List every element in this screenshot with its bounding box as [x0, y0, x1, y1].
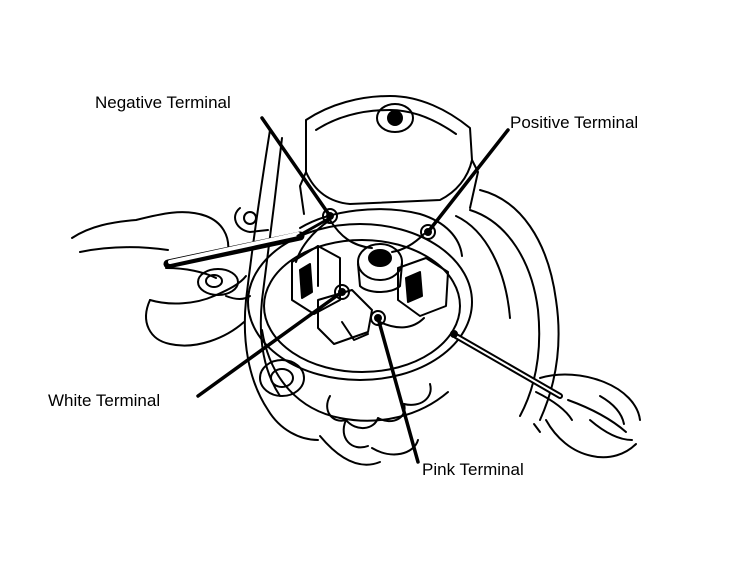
negative-terminal-screw	[322, 208, 338, 224]
negative-terminal-leader	[260, 116, 332, 218]
negative-terminal-label: Negative Terminal	[95, 93, 231, 112]
positive-terminal-screw	[420, 224, 436, 240]
internal-components	[291, 219, 449, 345]
callout-leaders	[196, 116, 510, 464]
distributor-housing	[234, 129, 560, 466]
pink-terminal-label: Pink Terminal	[422, 460, 524, 479]
white-terminal-leader	[196, 290, 344, 398]
white-terminal-label: White Terminal	[48, 391, 161, 410]
pink-terminal-screw	[370, 310, 386, 326]
white-terminal-screw	[334, 284, 350, 300]
distributor-cap	[299, 95, 479, 215]
pink-terminal-leader	[376, 316, 420, 464]
left-hand-with-probe	[71, 211, 332, 347]
positive-terminal-label: Positive Terminal	[510, 113, 639, 132]
right-hand-with-probe	[450, 330, 641, 459]
positive-terminal-leader	[426, 128, 510, 234]
